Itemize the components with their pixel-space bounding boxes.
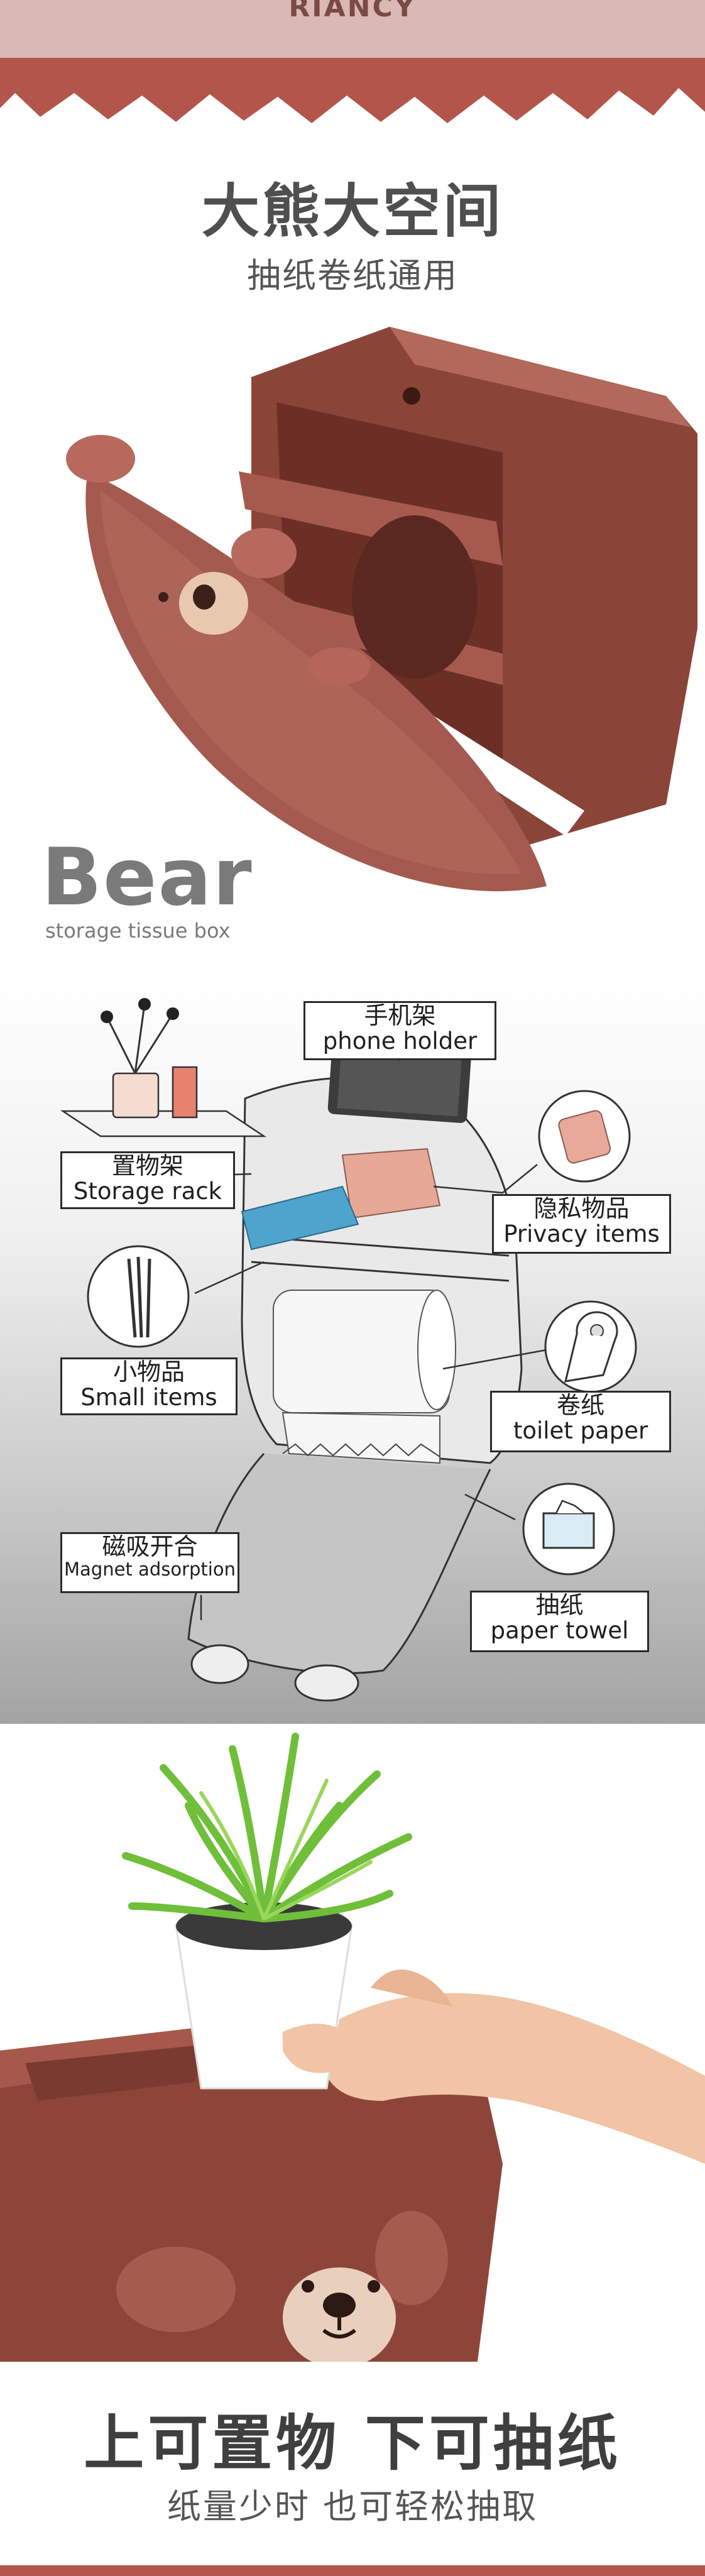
label-toilet-paper: 卷纸 toilet paper xyxy=(490,1391,671,1452)
label-storage-rack: 置物架 Storage rack xyxy=(60,1151,235,1209)
section3-subtitle: 纸量少时 也可轻松抽取 xyxy=(167,2487,538,2526)
label-small-items: 小物品 Small items xyxy=(60,1357,238,1415)
plant-on-box-photo xyxy=(0,1733,705,2362)
bottom-band xyxy=(0,2565,705,2576)
section1-subtitle: 抽纸卷纸通用 xyxy=(247,256,458,295)
top-band xyxy=(0,0,705,58)
section1-title: 大熊大空间 xyxy=(201,178,503,245)
label-phone-holder: 手机架 phone holder xyxy=(303,1001,496,1060)
tissue-box-open-illustration xyxy=(66,327,697,892)
label-privacy-items: 隐私物品 Privacy items xyxy=(492,1194,671,1254)
zigzag-border xyxy=(0,58,705,123)
label-magnet-adsorption: 磁吸开合 Magnet adsorption xyxy=(60,1532,239,1593)
section3-title: 上可置物 下可抽纸 xyxy=(84,2408,621,2479)
bear-heading: Bear xyxy=(41,831,253,923)
label-paper-towel: 抽纸 paper towel xyxy=(470,1591,649,1652)
bear-tagline: storage tissue box xyxy=(45,919,231,943)
brand-name: RIANCY xyxy=(288,0,417,23)
product-diagram xyxy=(60,998,637,1702)
